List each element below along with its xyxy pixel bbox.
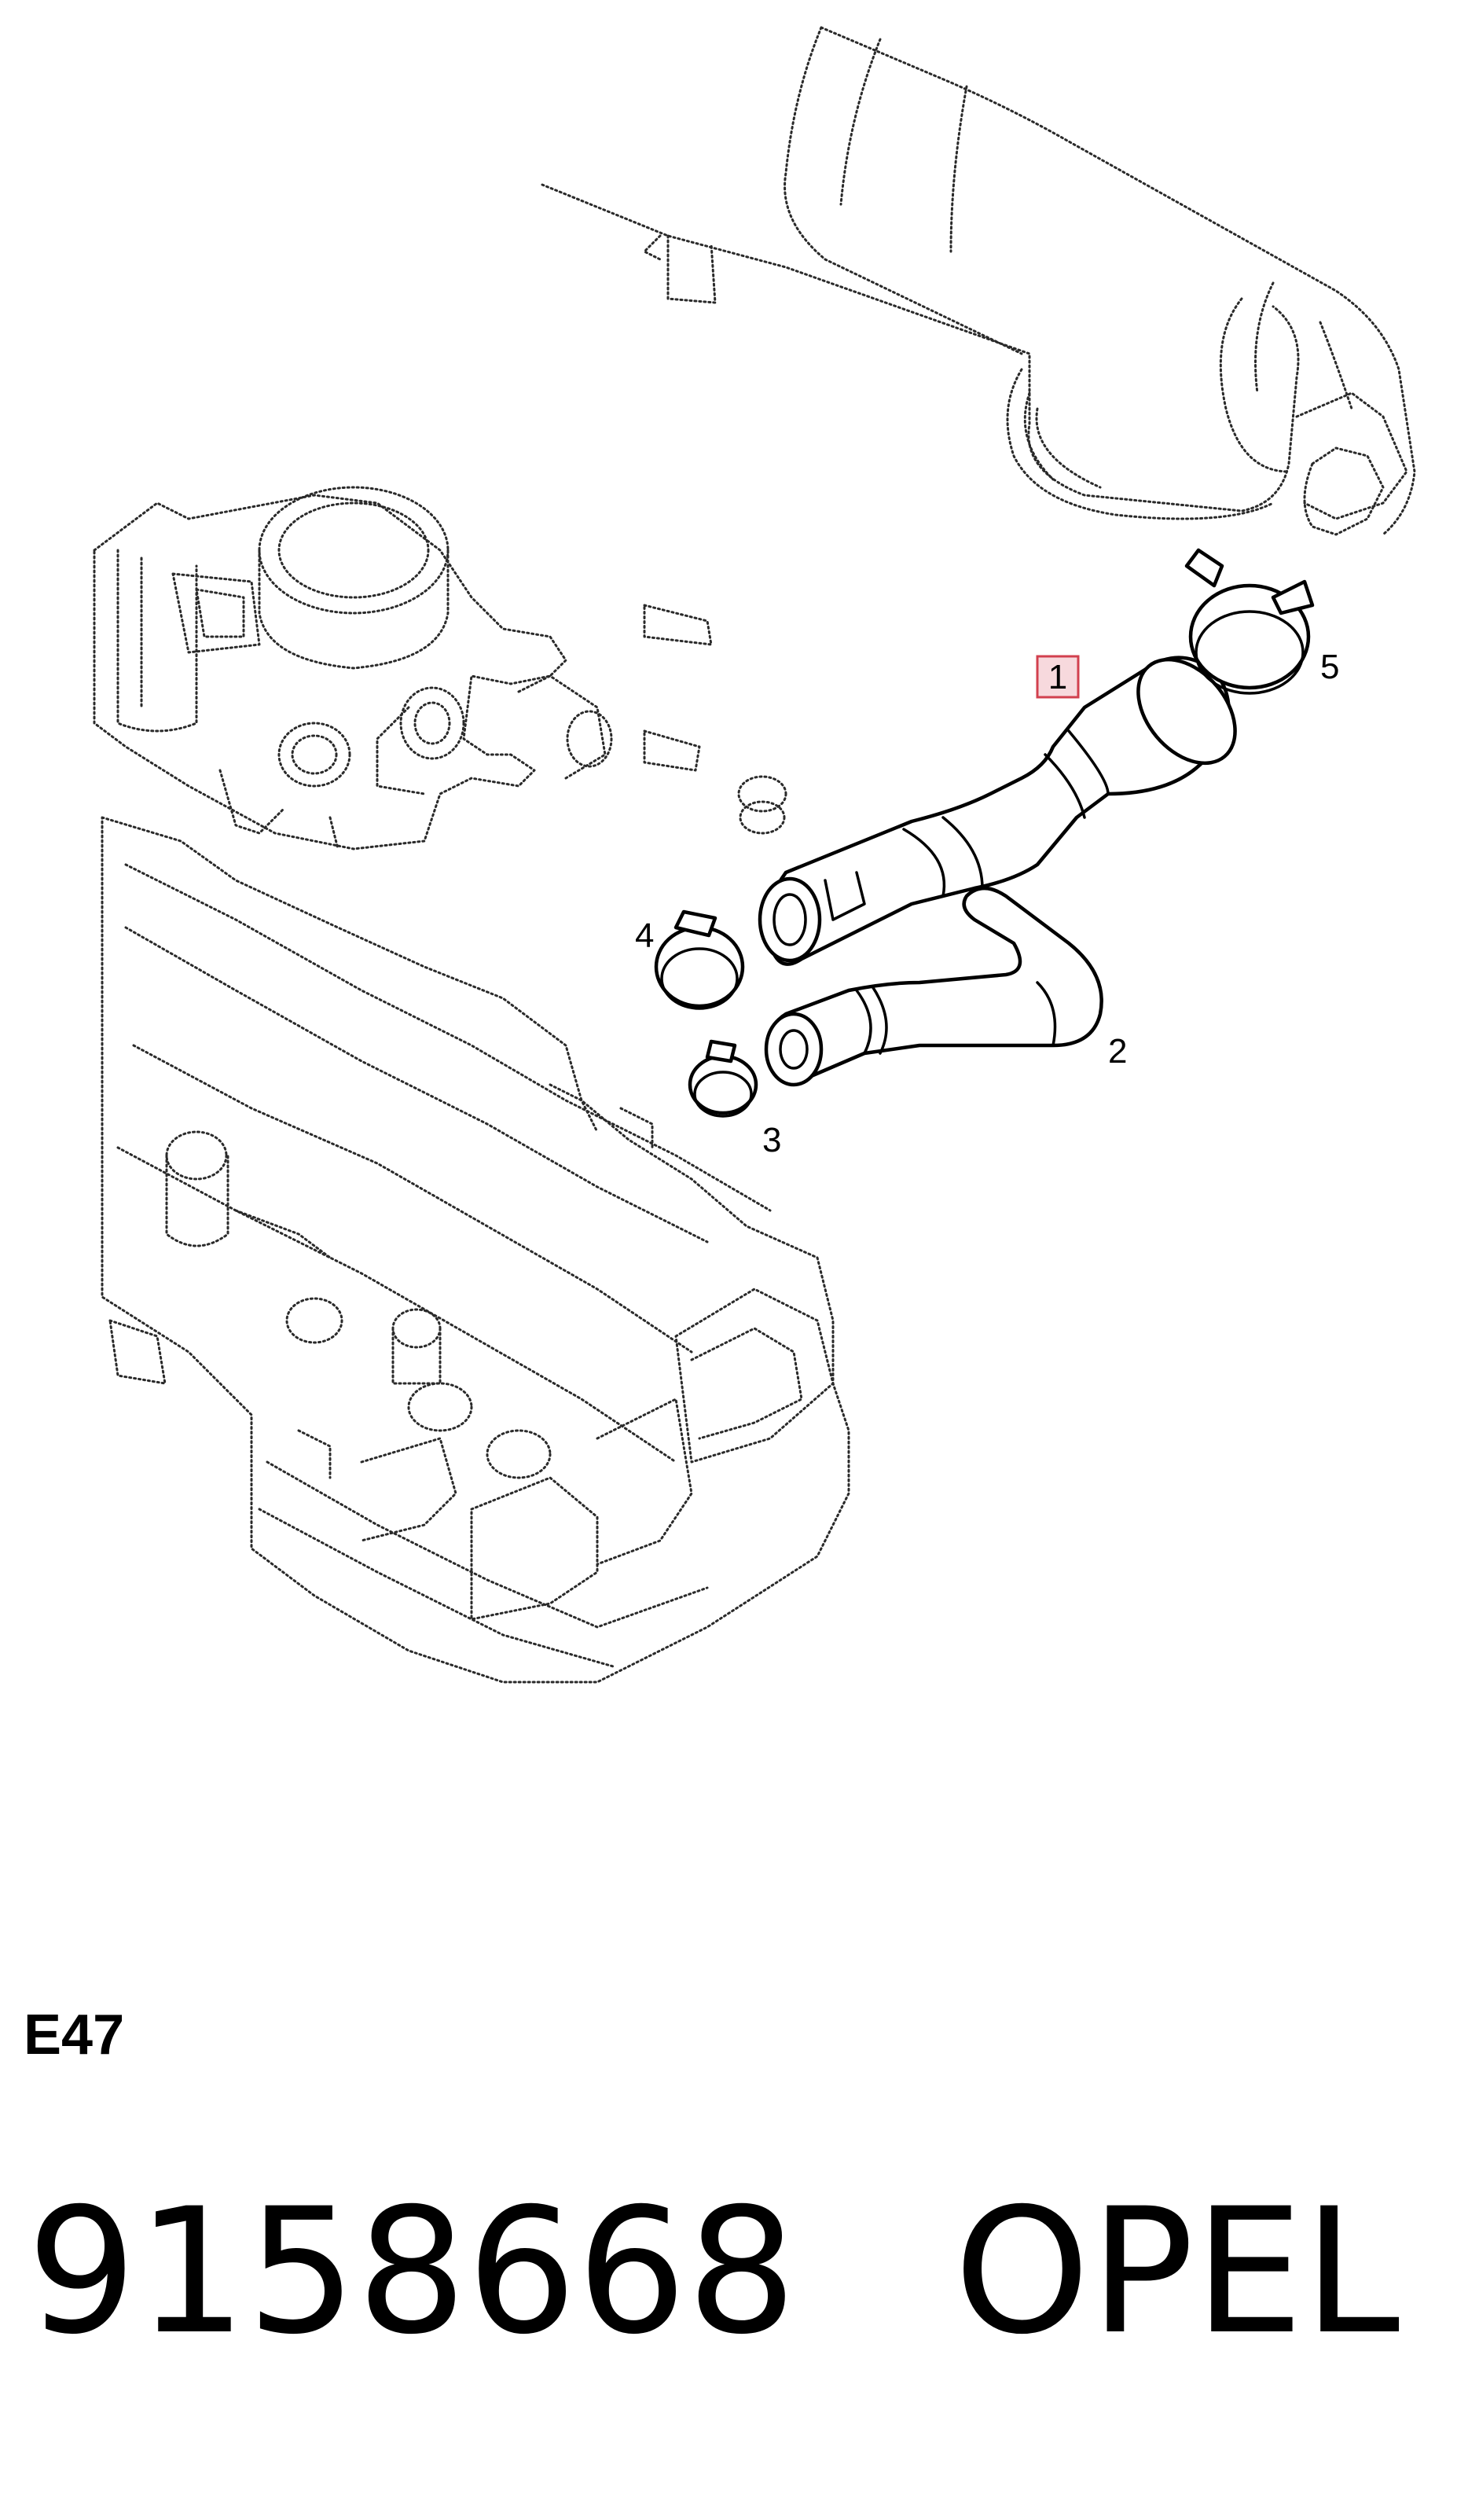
cylinder-head-cover: [101, 816, 850, 1684]
callout-2-label: 2: [1108, 1032, 1127, 1071]
diagram-code: E47: [24, 2004, 125, 2066]
part-4-clamp: [654, 909, 745, 1010]
part-3-clamp: [688, 1039, 758, 1118]
air-intake-housing: [541, 26, 1416, 536]
callout-4[interactable]: 4: [635, 917, 654, 955]
callout-4-label: 4: [635, 917, 654, 955]
part-1-hose: [758, 656, 1237, 966]
callout-1-label: 1: [1048, 658, 1067, 696]
brand-name: OPEL: [953, 2171, 1400, 2372]
small-clip-dotted: [737, 775, 787, 835]
part-2-hose: [764, 886, 1103, 1087]
callout-5-label: 5: [1320, 648, 1339, 686]
callout-3-label: 3: [762, 1121, 781, 1159]
callout-3[interactable]: 3: [762, 1121, 781, 1159]
parts-diagram: 1 2 3 4 5: [93, 26, 1416, 1684]
callout-1[interactable]: 1: [1036, 655, 1080, 699]
throttle-body: [93, 486, 713, 850]
callout-5[interactable]: 5: [1320, 648, 1339, 686]
part-5-clamp: [1184, 548, 1315, 695]
part-number: 9158668: [27, 2171, 797, 2372]
callout-2[interactable]: 2: [1108, 1032, 1127, 1071]
